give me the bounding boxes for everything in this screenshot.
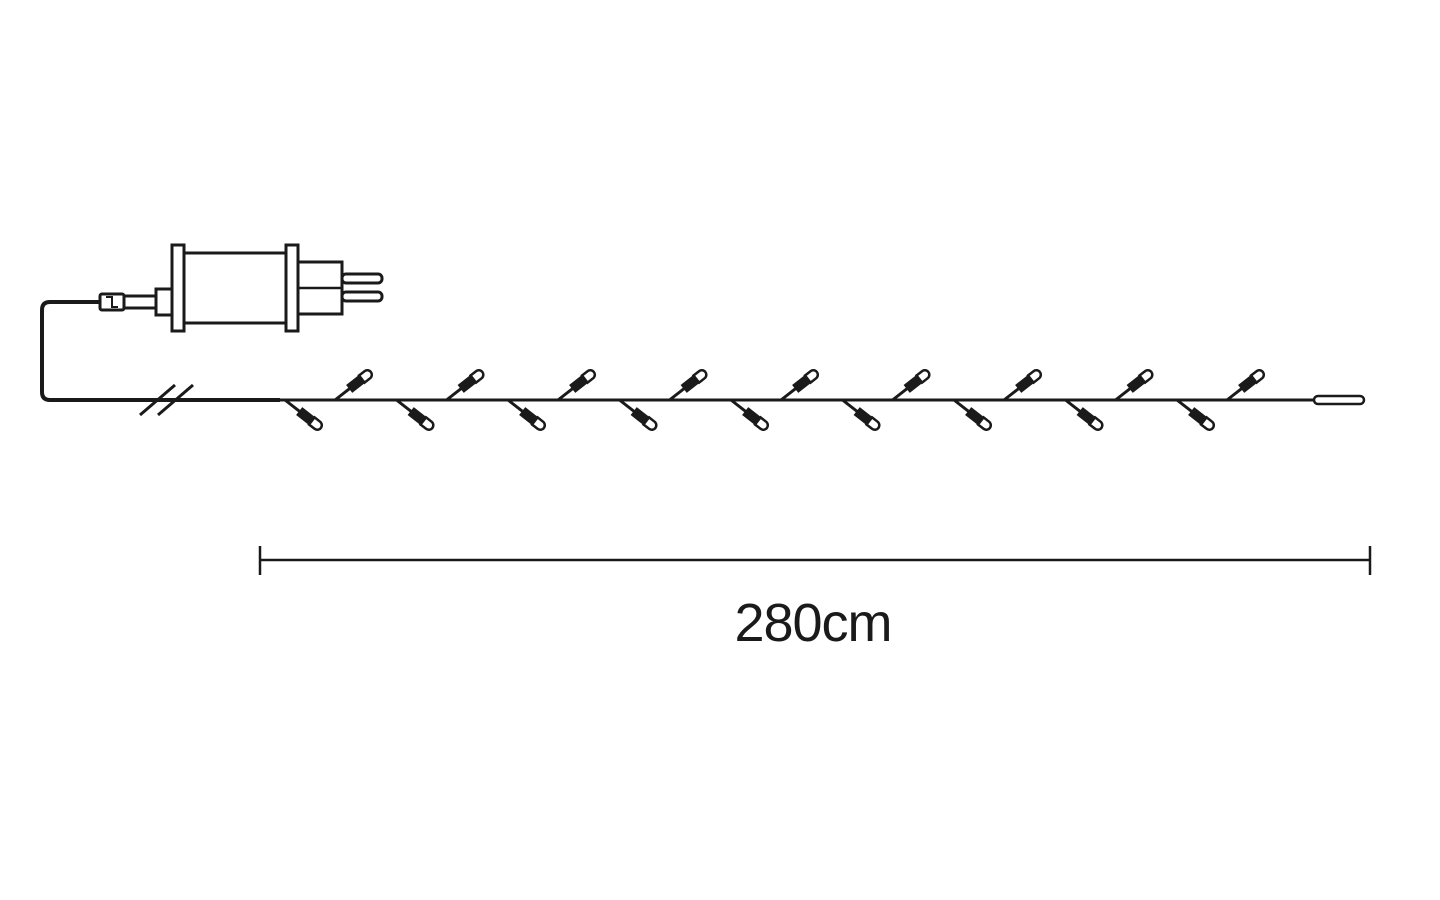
led-bulb-icon [780, 369, 820, 402]
end-cap-icon [1312, 394, 1366, 406]
led-bulb-icon [841, 398, 881, 431]
led-bulb-icon [395, 398, 435, 431]
led-bulb-icon [1064, 398, 1104, 431]
led-bulb-icon [284, 398, 324, 431]
led-bulb-icon [557, 369, 597, 402]
length-label: 280cm [734, 593, 891, 653]
led-bulbs [284, 369, 1266, 431]
dimension-line [258, 546, 1372, 575]
led-bulb-icon [618, 398, 658, 431]
led-bulb-icon [730, 398, 770, 431]
led-bulb-icon [1003, 369, 1043, 402]
led-bulb-icon [334, 369, 374, 402]
cable-break-icon [139, 383, 194, 417]
led-bulb-icon [445, 369, 485, 402]
power-adapter-icon [98, 243, 344, 333]
led-bulb-icon [953, 398, 993, 431]
led-bulb-icon [1114, 369, 1154, 402]
led-bulb-icon [1226, 369, 1266, 402]
led-bulb-icon [891, 369, 931, 402]
plug-pins-icon [340, 272, 384, 303]
led-bulb-icon [507, 398, 547, 431]
led-bulb-icon [1176, 398, 1216, 431]
led-bulb-icon [668, 369, 708, 402]
feed-cable [40, 300, 280, 402]
